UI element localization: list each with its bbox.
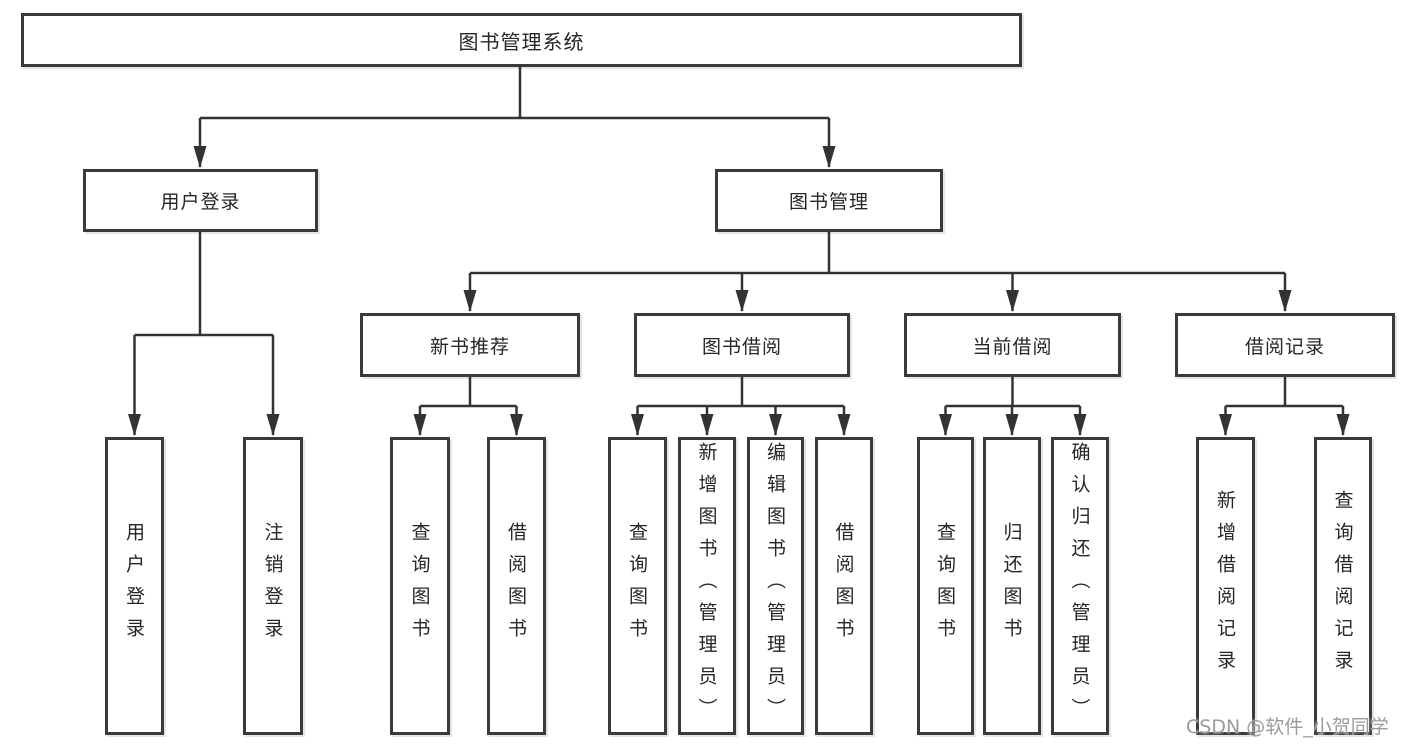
- leaf-logout-login: 注销登录: [243, 437, 303, 735]
- csdn-watermark: CSDN @软件_小贺同学: [1186, 716, 1389, 738]
- leaf-borrow-borrow-books-label: 借阅图书: [832, 522, 855, 650]
- leaf-borrow-edit-books-admin-label: 编辑图书（管理员）: [764, 442, 786, 730]
- leaf-borrow-add-books-admin: 新增图书（管理员）: [678, 437, 736, 735]
- leaf-user-login-label: 用户登录: [123, 522, 145, 650]
- leaf-borrow-query-books-label: 查询图书: [626, 522, 648, 650]
- leaf-current-query-books: 查询图书: [917, 437, 974, 735]
- leaf-borrow-add-books-admin-label: 新增图书（管理员）: [695, 442, 718, 730]
- leaf-record-query-borrow-record-label: 查询借阅记录: [1331, 490, 1354, 682]
- node-new-book-recommend: 新书推荐: [360, 313, 580, 377]
- leaf-current-confirm-return-admin: 确认归还（管理员）: [1051, 437, 1109, 735]
- leaf-record-add-borrow-record-label: 新增借阅记录: [1214, 490, 1236, 682]
- leaf-user-login: 用户登录: [105, 437, 164, 735]
- node-borrowing-records: 借阅记录: [1175, 313, 1395, 377]
- leaf-borrow-query-books: 查询图书: [608, 437, 667, 735]
- leaf-current-return-books: 归还图书: [983, 437, 1041, 735]
- leaf-record-query-borrow-record: 查询借阅记录: [1314, 437, 1372, 735]
- leaf-borrow-edit-books-admin: 编辑图书（管理员）: [747, 437, 804, 735]
- leaf-current-return-books-label: 归还图书: [1000, 522, 1023, 650]
- leaf-logout-login-label: 注销登录: [261, 522, 284, 650]
- leaf-current-confirm-return-admin-label: 确认归还（管理员）: [1068, 442, 1091, 730]
- leaf-record-add-borrow-record: 新增借阅记录: [1196, 437, 1255, 735]
- leaf-newbook-query-books: 查询图书: [390, 437, 450, 735]
- node-book-borrowing: 图书借阅: [634, 313, 850, 377]
- leaf-borrow-borrow-books: 借阅图书: [815, 437, 873, 735]
- node-library-management-system: 图书管理系统: [21, 13, 1022, 67]
- node-user-login: 用户登录: [83, 169, 318, 232]
- leaf-newbook-borrow-books-label: 借阅图书: [505, 522, 527, 650]
- node-current-borrowing: 当前借阅: [904, 313, 1121, 377]
- leaf-current-query-books-label: 查询图书: [934, 522, 956, 650]
- leaf-newbook-query-books-label: 查询图书: [408, 522, 431, 650]
- node-book-management: 图书管理: [715, 169, 943, 232]
- leaf-newbook-borrow-books: 借阅图书: [487, 437, 546, 735]
